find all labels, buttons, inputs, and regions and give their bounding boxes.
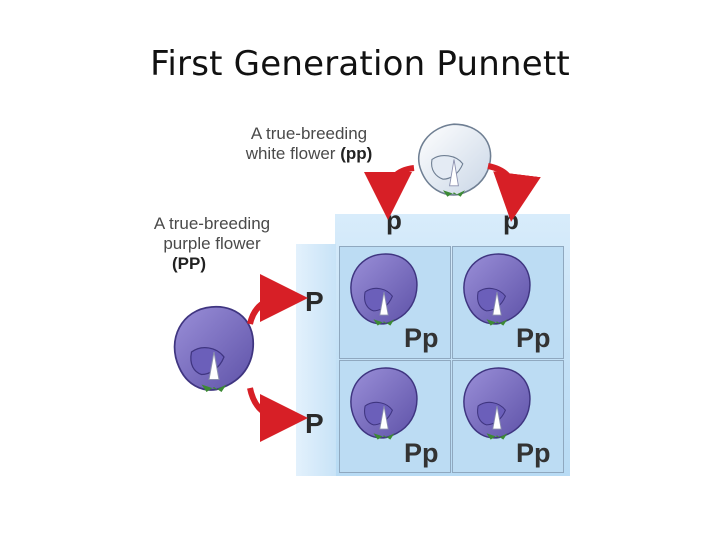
arrow-purple-bottom [247, 387, 308, 442]
purple-parent-line2: purple flower [163, 234, 261, 253]
purple-parent-genotype: (PP) [172, 254, 206, 273]
arrow-purple-top [247, 274, 308, 325]
offspring-genotype-4: Pp [516, 438, 551, 468]
white-parent-line1: A true-breeding [250, 124, 368, 143]
offspring-genotype-3: Pp [404, 438, 439, 468]
arrow-white-left [364, 165, 415, 220]
white-parent-genotype: (pp) [340, 144, 373, 163]
purple-parent-label: A true-breeding purple flower (PP) [132, 214, 292, 274]
left-allele-2: P [305, 408, 324, 439]
offspring-genotype-1: Pp [404, 323, 439, 353]
white-parent-label: A true-breeding white flower (pp) [224, 124, 394, 164]
slide-title: First Generation Punnett [150, 44, 570, 84]
offspring-genotype-2: Pp [516, 323, 551, 353]
purple-parent-line1: A true-breeding [153, 214, 271, 233]
arrow-white-right [487, 163, 541, 222]
white-parent-line2: white flower [245, 144, 336, 163]
left-allele-1: P [305, 286, 324, 317]
